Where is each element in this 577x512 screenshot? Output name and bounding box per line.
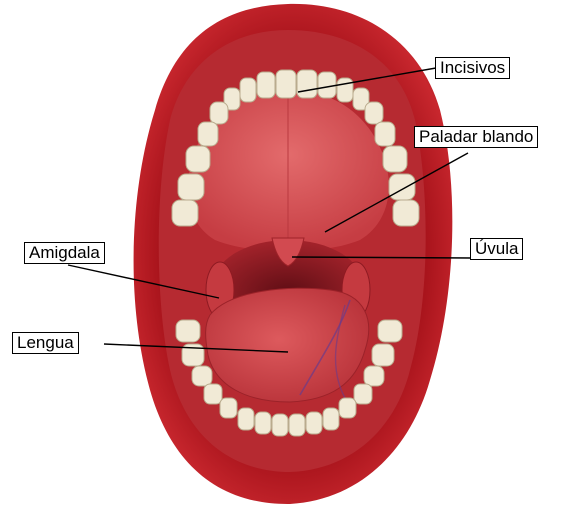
tooth <box>375 122 395 146</box>
tooth <box>176 320 200 342</box>
tooth <box>192 366 212 386</box>
label-amigdala: Amigdala <box>24 242 105 264</box>
tooth <box>178 174 204 200</box>
tooth <box>204 384 222 404</box>
tooth <box>389 174 415 200</box>
label-uvula: Úvula <box>470 238 523 260</box>
tooth <box>365 102 383 124</box>
tooth <box>276 70 296 98</box>
label-paladar-blando: Paladar blando <box>414 126 538 148</box>
tooth <box>378 320 402 342</box>
tooth <box>198 122 218 146</box>
tooth <box>318 72 336 98</box>
tooth <box>337 78 353 102</box>
tooth <box>364 366 384 386</box>
tooth <box>289 414 305 436</box>
tooth <box>297 70 317 98</box>
tooth <box>339 398 356 418</box>
tooth <box>383 146 407 172</box>
tooth <box>372 344 394 366</box>
tooth <box>272 414 288 436</box>
tooth <box>186 146 210 172</box>
tooth <box>240 78 256 102</box>
tooth <box>238 408 254 430</box>
label-incisivos: Incisivos <box>435 57 510 79</box>
tooth <box>172 200 198 226</box>
tooth <box>306 412 322 434</box>
tooth <box>257 72 275 98</box>
tooth <box>323 408 339 430</box>
label-lengua: Lengua <box>12 332 79 354</box>
tooth <box>220 398 237 418</box>
tooth <box>393 200 419 226</box>
tooth <box>354 384 372 404</box>
tooth <box>210 102 228 124</box>
tooth <box>255 412 271 434</box>
